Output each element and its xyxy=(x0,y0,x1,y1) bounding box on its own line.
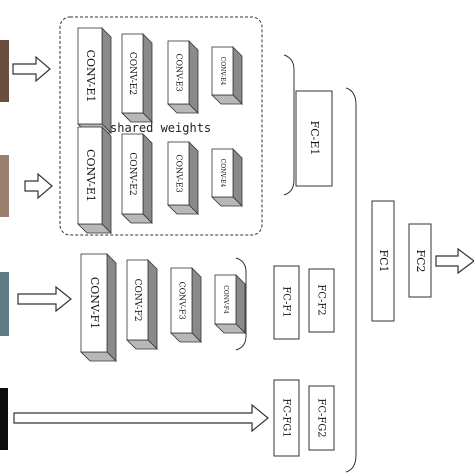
bracket-encoder xyxy=(283,54,295,196)
conv-f4-label: CONV-F4 xyxy=(222,285,229,314)
conv-e4-top-front xyxy=(211,46,234,96)
shared-weights-container xyxy=(59,16,263,236)
fc-f1-label: FC-F1 xyxy=(281,286,292,317)
conv-f3-label: CONV-F3 xyxy=(178,281,187,319)
conv-f2-label: CONV-F2 xyxy=(132,279,142,322)
conv-e2-top-side xyxy=(142,33,153,123)
conv-e3-top-block: CONV-E3 xyxy=(167,40,199,114)
conv-f4-front xyxy=(214,274,237,325)
fc1-box xyxy=(371,200,395,322)
conv-e2-top-front xyxy=(121,33,144,114)
conv-e3-top-front xyxy=(167,40,190,105)
conv-e3-bottom-front xyxy=(167,141,190,206)
conv-e1-top-label: CONV-E1 xyxy=(84,50,97,103)
conv-f3-block: CONV-F3 xyxy=(170,267,202,343)
arrow-output xyxy=(435,247,474,275)
conv-e1-top-side xyxy=(101,27,112,134)
fc-e1-box xyxy=(295,90,333,187)
conv-f3-side xyxy=(191,267,202,343)
conv-e4-top-label: CONV-E4 xyxy=(219,57,226,86)
bracket-fusion xyxy=(345,87,357,473)
fc-f2-label: FC-F2 xyxy=(316,284,327,315)
fc-fg2-box xyxy=(308,385,335,451)
conv-e1-bottom-label: CONV-E1 xyxy=(84,149,97,202)
conv-e3-bottom-label: CONV-E3 xyxy=(175,154,184,192)
conv-e4-bottom-side xyxy=(232,148,243,207)
shared-weights-label: shared weights xyxy=(110,121,211,135)
conv-e4-bottom-front xyxy=(211,148,234,198)
conv-f2-side xyxy=(147,259,158,350)
conv-e4-bottom-label: CONV-E4 xyxy=(219,159,226,188)
conv-e1-top-front xyxy=(77,27,103,125)
conv-f4-block: CONV-F4 xyxy=(214,274,246,334)
input-image-top xyxy=(0,40,9,102)
conv-e2-top-label: CONV-E2 xyxy=(127,52,137,95)
fc2-label: FC2 xyxy=(414,249,427,272)
arrow-input-top xyxy=(12,55,51,83)
conv-f1-side xyxy=(106,253,117,362)
arrow-input-bottom xyxy=(13,403,269,433)
conv-f1-block: CONV-F1 xyxy=(80,253,117,362)
conv-f2-front xyxy=(126,259,149,341)
fc-fg1-box xyxy=(273,379,300,457)
conv-e2-bottom-label: CONV-E2 xyxy=(127,152,137,195)
arrow-input-third xyxy=(17,285,72,313)
conv-e4-top-block: CONV-E4 xyxy=(211,46,243,105)
conv-e1-bottom-block: CONV-E1 xyxy=(77,126,112,234)
conv-e3-bottom-block: CONV-E3 xyxy=(167,141,199,215)
fc2-box xyxy=(408,223,432,298)
conv-e3-top-side xyxy=(188,40,199,114)
input-image-third xyxy=(0,272,9,336)
fc-fg1-label: FC-FG1 xyxy=(281,398,292,437)
conv-f3-front xyxy=(170,267,193,334)
fc-fg2-label: FC-FG2 xyxy=(316,398,327,437)
conv-f1-front xyxy=(80,253,108,353)
fc-e1-label: FC-E1 xyxy=(308,121,321,156)
fc-f2-box xyxy=(308,268,335,333)
conv-f2-block: CONV-F2 xyxy=(126,259,158,350)
conv-e4-bottom-block: CONV-E4 xyxy=(211,148,243,207)
conv-e1-bottom-side xyxy=(101,126,112,234)
input-image-second xyxy=(0,155,9,217)
conv-e3-bottom-side xyxy=(188,141,199,215)
conv-e2-top-block: CONV-E2 xyxy=(121,33,153,123)
conv-e2-bottom-front xyxy=(121,133,144,215)
conv-e2-bottom-side xyxy=(142,133,153,224)
fc1-label: FC1 xyxy=(377,249,390,272)
conv-e2-bottom-block: CONV-E2 xyxy=(121,133,153,224)
input-image-bottom xyxy=(0,388,8,450)
conv-e3-top-label: CONV-E3 xyxy=(175,53,184,91)
conv-f4-side xyxy=(235,274,246,334)
conv-e4-top-side xyxy=(232,46,243,105)
conv-e1-top-block: CONV-E1 xyxy=(77,27,112,134)
bracket-face xyxy=(235,257,247,351)
fc-f1-box xyxy=(273,265,300,340)
arrow-input-second xyxy=(24,172,53,200)
conv-f1-label: CONV-F1 xyxy=(88,277,101,329)
conv-e1-bottom-front xyxy=(77,126,103,225)
